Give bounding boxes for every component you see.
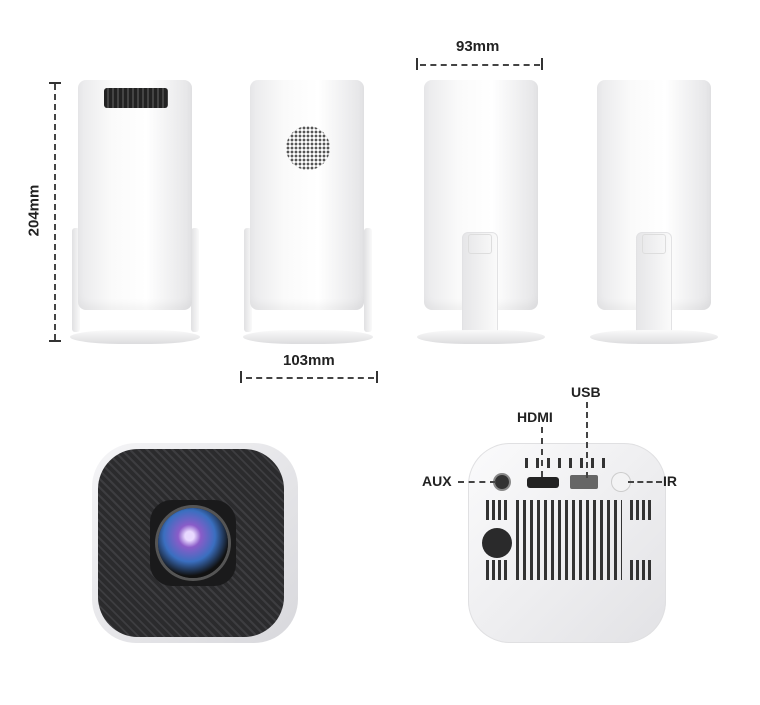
aux-port bbox=[495, 475, 509, 489]
vent-slots bbox=[516, 500, 622, 580]
height-label: 204mm bbox=[25, 184, 43, 237]
lens-icon bbox=[158, 508, 228, 578]
ir-sensor bbox=[612, 473, 630, 491]
aux-label: AUX bbox=[422, 473, 452, 489]
usb-port bbox=[570, 475, 598, 489]
power-socket-icon bbox=[482, 528, 512, 558]
depth-label: 93mm bbox=[456, 38, 500, 55]
speaker-grille-icon bbox=[286, 126, 330, 170]
width-label: 103mm bbox=[283, 352, 335, 369]
usb-label: USB bbox=[571, 384, 601, 400]
hdmi-port bbox=[527, 477, 559, 488]
hdmi-label: HDMI bbox=[517, 409, 553, 425]
ir-label: IR bbox=[663, 473, 677, 489]
lens-window bbox=[104, 88, 168, 108]
